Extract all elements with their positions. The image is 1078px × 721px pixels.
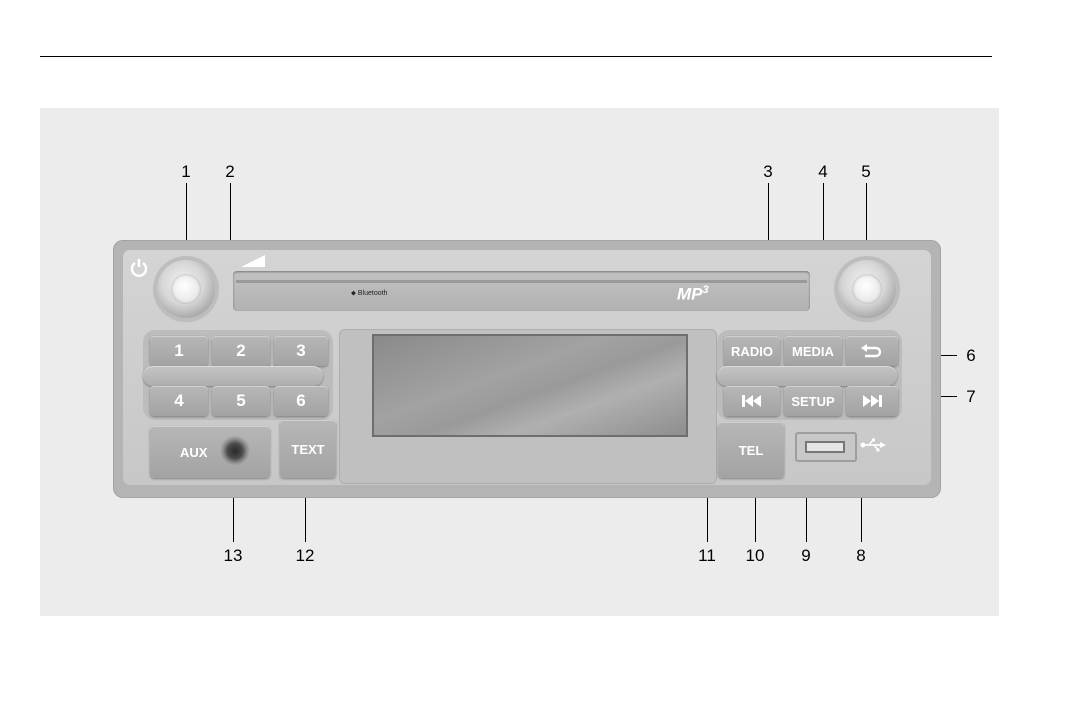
knob-cap: [852, 274, 882, 304]
volume-icon: [241, 255, 265, 267]
preset-4-button[interactable]: 4: [150, 386, 208, 416]
callout-2: 2: [215, 163, 245, 180]
callout-10: 10: [740, 547, 770, 564]
callout-8: 8: [846, 547, 876, 564]
callout-12: 12: [290, 547, 320, 564]
callout-1: 1: [171, 163, 201, 180]
previous-track-button[interactable]: [724, 386, 780, 416]
skip-back-icon: [741, 394, 763, 408]
header-rule: [40, 56, 992, 57]
cd-slot[interactable]: ⬥ Bluetooth MP3: [233, 271, 810, 311]
preset-rocker-bar[interactable]: [143, 366, 323, 386]
next-track-button[interactable]: [846, 386, 898, 416]
control-rocker-bar[interactable]: [717, 366, 897, 386]
power-volume-knob[interactable]: [157, 260, 215, 318]
back-button[interactable]: [846, 336, 898, 366]
callout-4: 4: [808, 163, 838, 180]
usb-port[interactable]: [795, 432, 857, 462]
callout-9: 9: [791, 547, 821, 564]
callout-11: 11: [692, 547, 722, 564]
aux-button[interactable]: AUX: [150, 426, 270, 478]
preset-2-button[interactable]: 2: [212, 336, 270, 366]
mp3-logo: MP3: [677, 284, 709, 305]
rotary-select-knob[interactable]: [838, 260, 896, 318]
callout-5: 5: [851, 163, 881, 180]
skip-forward-icon: [861, 394, 883, 408]
knob-cap: [171, 274, 201, 304]
callout-13: 13: [218, 547, 248, 564]
display-screen: [372, 334, 688, 437]
power-icon: [130, 258, 148, 278]
preset-3-button[interactable]: 3: [274, 336, 328, 366]
preset-6-button[interactable]: 6: [274, 386, 328, 416]
callout-3: 3: [753, 163, 783, 180]
tel-button[interactable]: TEL: [718, 422, 784, 478]
usb-icon: [860, 438, 886, 452]
preset-5-button[interactable]: 5: [212, 386, 270, 416]
callout-7: 7: [956, 388, 986, 405]
preset-1-button[interactable]: 1: [150, 336, 208, 366]
media-button[interactable]: MEDIA: [784, 336, 842, 366]
aux-input-jack[interactable]: [220, 436, 250, 466]
cd-slit: [236, 280, 807, 283]
setup-button[interactable]: SETUP: [784, 386, 842, 416]
usb-slot: [805, 441, 845, 453]
callout-6: 6: [956, 347, 986, 364]
text-button[interactable]: TEXT: [280, 420, 336, 478]
bluetooth-label: ⬥ Bluetooth: [351, 290, 387, 298]
radio-button[interactable]: RADIO: [724, 336, 780, 366]
back-arrow-icon: [861, 344, 883, 358]
